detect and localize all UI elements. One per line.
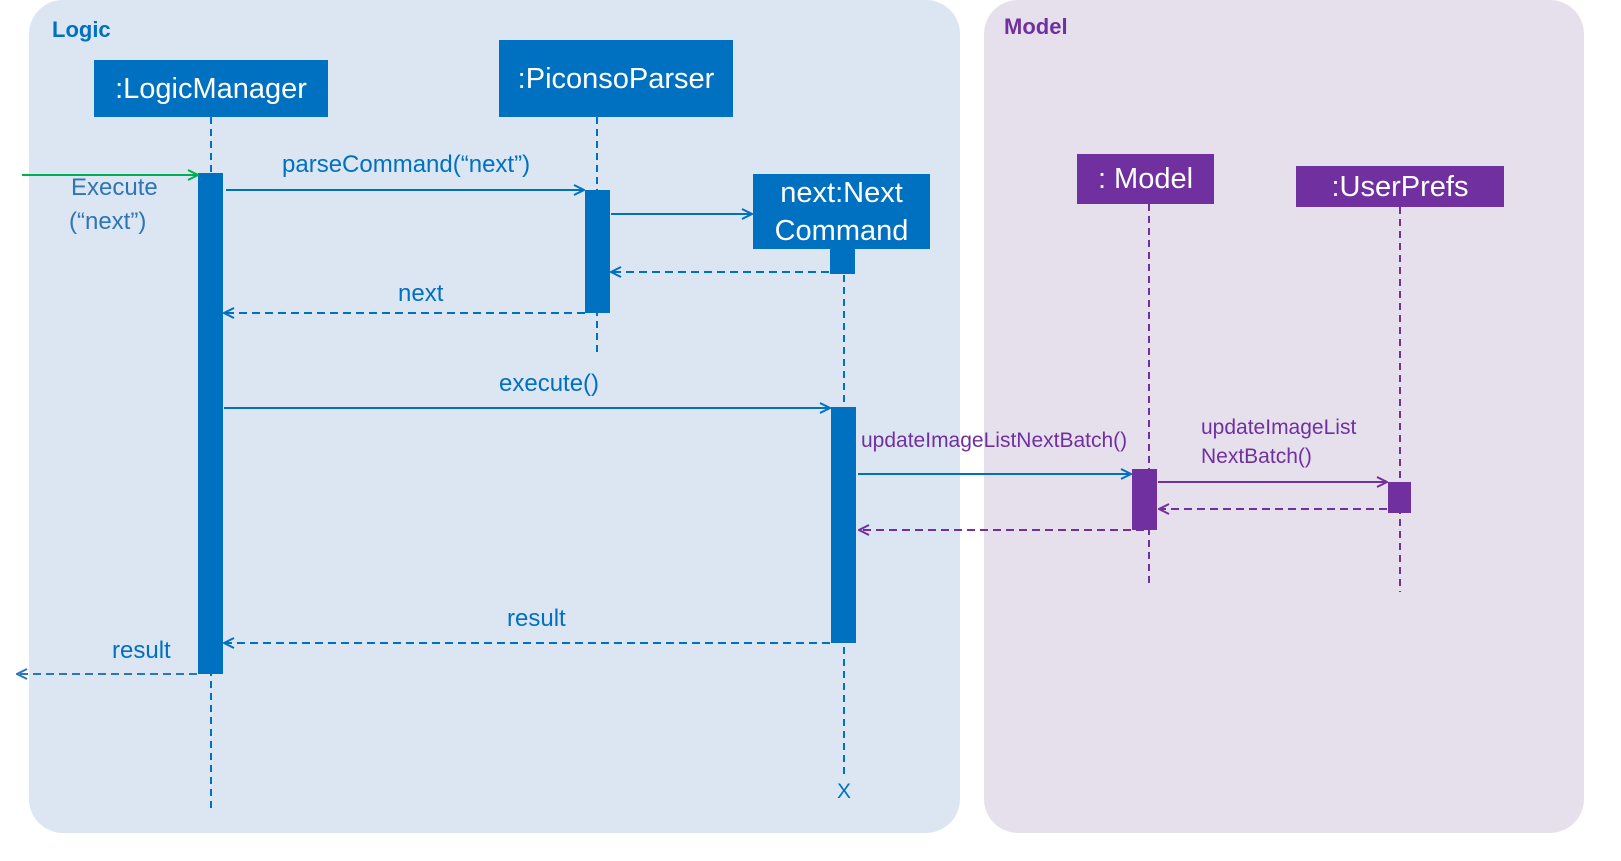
destroy-mark: X [837,780,852,803]
activation-logic-manager [198,173,223,674]
next-command-label-line2: Command [774,214,909,247]
user-prefs-box: :UserPrefs [1296,166,1504,207]
next-command-box: next:Next Command [753,174,930,249]
piconso-parser-label: :PiconsoParser [517,62,715,95]
model-label: : Model [1097,163,1194,195]
update-model-label: updateImageListNextBatch() [861,429,1128,452]
activation-next-command-creation [830,246,855,274]
parse-command-label: parseCommand(“next”) [282,151,531,178]
logic-manager-box: :LogicManager [94,60,328,117]
update-prefs-label-line1: updateImageList [1201,416,1357,439]
activation-user-prefs [1388,482,1411,513]
next-return-label: next [398,280,444,307]
model-region-title: Model [1004,14,1068,39]
update-prefs-label-line2: NextBatch() [1201,445,1312,468]
piconso-parser-box: :PiconsoParser [499,40,733,117]
model-region [984,0,1584,833]
result-outer-label: result [112,637,171,664]
activation-next-command [831,407,856,643]
result-inner-label: result [507,605,566,632]
execute-label-line1: Execute [71,174,158,201]
execute-label-line2: (“next”) [69,208,147,235]
model-box: : Model [1077,154,1214,204]
user-prefs-label: :UserPrefs [1331,170,1469,203]
logic-region [29,0,960,833]
activation-model [1132,469,1157,530]
execute-call-label: execute() [499,370,600,397]
logic-manager-label: :LogicManager [115,72,307,105]
next-command-label-line1: next:Next [780,176,903,209]
activation-piconso-parser [585,190,610,313]
logic-region-title: Logic [52,17,111,42]
